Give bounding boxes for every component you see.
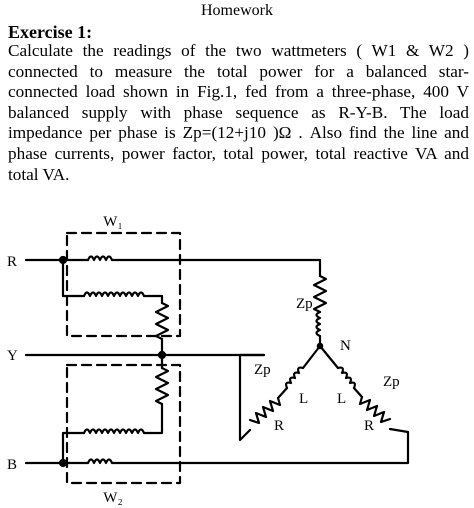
inductor-left-label: L <box>299 391 308 407</box>
wire <box>142 294 164 305</box>
w1-potential-coil <box>82 291 146 298</box>
wire <box>110 430 410 465</box>
top-inductor <box>315 310 322 338</box>
wire <box>352 386 364 399</box>
exercise-text: Calculate the readings of the two wattme… <box>8 41 469 185</box>
line-r-label: R <box>7 254 17 270</box>
text-line: impedance per phase is Zp=(12+j10 )Ω . A… <box>8 123 469 143</box>
w2-current-coil <box>86 458 114 465</box>
wattmeter-w1-box <box>65 231 182 338</box>
text-line: Calculate the readings of the two wattme… <box>8 41 469 60</box>
series-resistor <box>154 301 170 341</box>
w2-potential-coil <box>82 428 146 435</box>
wire-r-line <box>24 258 76 298</box>
circuit-figure: W₁ W₂ R Y B Zp Zp Zp N L L R R <box>7 214 410 506</box>
inductor-right-label: L <box>337 391 346 407</box>
wire <box>318 344 340 370</box>
impedance-top-label: Zp <box>296 296 313 312</box>
right-resistor <box>358 395 392 424</box>
wire <box>276 386 289 400</box>
wire <box>110 258 322 278</box>
wire <box>388 427 410 434</box>
line-b-label: B <box>7 457 17 473</box>
wire <box>238 353 266 442</box>
text-line: total VA. <box>8 164 70 184</box>
left-inductor <box>285 366 305 390</box>
impedance-right-label: Zp <box>383 374 400 390</box>
wattmeter-w2-label: W₂ <box>103 490 122 506</box>
text-line: phase currents, power factor, total powe… <box>8 143 469 163</box>
top-resistor <box>312 274 328 314</box>
w1-current-coil <box>86 255 114 262</box>
text-line: connected to measure the total power for… <box>8 61 469 81</box>
resistor-left-label: R <box>274 418 284 434</box>
left-resistor <box>248 396 282 425</box>
right-inductor <box>336 366 356 390</box>
page-header: Homework <box>201 2 273 19</box>
wire <box>142 402 164 435</box>
neutral-label: N <box>340 338 351 354</box>
junction-dot <box>58 458 68 468</box>
exercise-title: Exercise 1: <box>8 22 93 42</box>
series-resistor <box>154 366 170 406</box>
wire <box>301 344 322 370</box>
impedance-left-label: Zp <box>254 362 271 378</box>
line-y-label: Y <box>7 348 18 364</box>
wattmeter-w2-box <box>65 363 182 485</box>
text-line: balanced supply with phase sequence as R… <box>8 102 469 122</box>
text-line: connected load shown in Fig.1, fed from … <box>8 82 469 102</box>
wattmeter-w1-label: W₁ <box>103 214 122 230</box>
resistor-right-label: R <box>364 418 374 434</box>
wire <box>61 431 86 465</box>
